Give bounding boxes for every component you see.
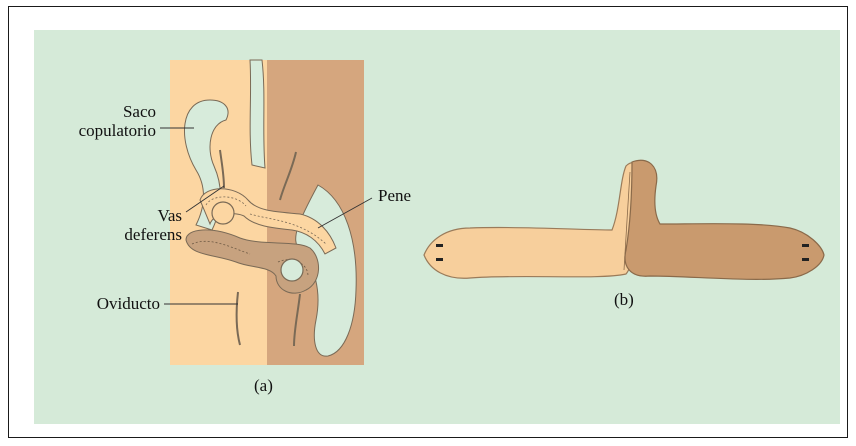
lower-coil-lumen	[281, 259, 303, 281]
vertical-channel	[250, 60, 265, 168]
label-oviducto: Oviducto	[60, 294, 160, 313]
panel-a-illustration	[160, 60, 372, 365]
worm-left-eye-upper	[436, 244, 443, 247]
caption-a: (a)	[254, 376, 273, 396]
label-vas-deferens: Vas deferens	[60, 206, 182, 244]
label-saco: Saco copulatorio	[60, 102, 156, 140]
worm-left	[424, 163, 640, 279]
label-pene: Pene	[378, 186, 411, 205]
worm-right	[625, 160, 824, 279]
panel-b-illustration	[424, 160, 824, 279]
worm-right-eye-upper	[802, 244, 809, 247]
label-saco-line2: copulatorio	[60, 121, 156, 140]
worm-left-eye-lower	[436, 258, 443, 261]
pene-lumen	[212, 202, 234, 224]
worm-right-eye-lower	[802, 258, 809, 261]
label-saco-line1: Saco	[60, 102, 156, 121]
label-vas-line1: Vas	[60, 206, 182, 225]
label-vas-line2: deferens	[60, 225, 182, 244]
caption-b: (b)	[614, 290, 634, 310]
